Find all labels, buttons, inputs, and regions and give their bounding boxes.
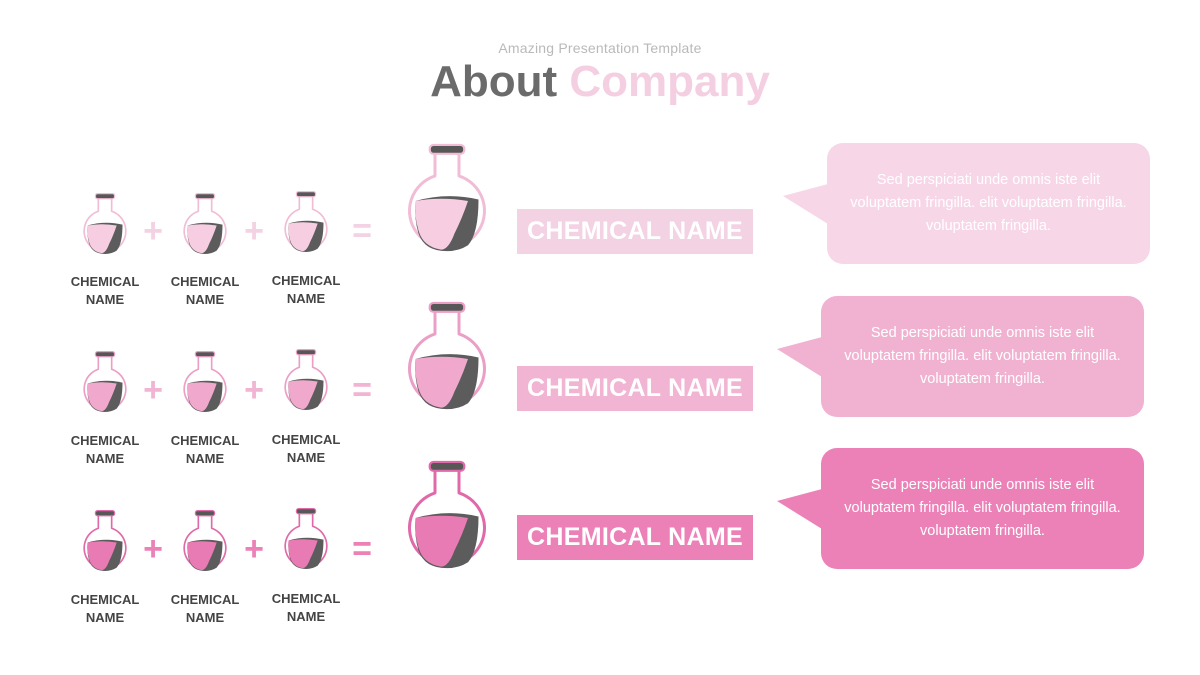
flask-icon [180, 350, 230, 417]
description-bubble: Sed perspiciati unde omnis iste elit vol… [777, 296, 1144, 417]
result-chemical-name: CHEMICAL NAME [517, 515, 753, 560]
equals-sign: = [352, 212, 372, 250]
flask-icon [80, 192, 130, 259]
result-chemical-name: CHEMICAL NAME [517, 209, 753, 254]
flask-icon [281, 507, 331, 574]
flask-icon [80, 350, 130, 417]
title-part-company: Company [569, 57, 770, 106]
flask-icon [180, 192, 230, 259]
description-text: Sed perspiciati unde omnis iste elit vol… [844, 477, 1121, 539]
title-part-about: About [430, 57, 558, 106]
bubble-pointer [777, 336, 822, 377]
description-bubble: Sed perspiciati unde omnis iste elit vol… [783, 143, 1150, 264]
flask-icon [281, 348, 331, 415]
slide-subtitle: Amazing Presentation Template [498, 40, 702, 56]
plus-sign: + [244, 212, 264, 250]
plus-sign: + [143, 530, 163, 568]
flask-icon [402, 459, 492, 577]
description-bubble: Sed perspiciati unde omnis iste elit vol… [777, 448, 1144, 569]
plus-sign: + [244, 371, 264, 409]
slide-title: About Company [0, 58, 1200, 106]
equals-sign: = [352, 371, 372, 409]
plus-sign: + [143, 371, 163, 409]
flask-icon [180, 509, 230, 576]
plus-sign: + [143, 212, 163, 250]
equals-sign: = [352, 530, 372, 568]
result-chemical-name: CHEMICAL NAME [517, 366, 753, 411]
description-text: Sed perspiciati unde omnis iste elit vol… [850, 172, 1127, 234]
flask-icon [80, 509, 130, 576]
flask-icon [402, 300, 492, 418]
bubble-pointer [777, 488, 822, 529]
slide-header: Amazing Presentation Template About Comp… [0, 40, 1200, 106]
description-text: Sed perspiciati unde omnis iste elit vol… [844, 325, 1121, 387]
plus-sign: + [244, 530, 264, 568]
flask-icon [402, 142, 492, 260]
flask-icon [281, 190, 331, 257]
bubble-pointer [783, 183, 828, 224]
